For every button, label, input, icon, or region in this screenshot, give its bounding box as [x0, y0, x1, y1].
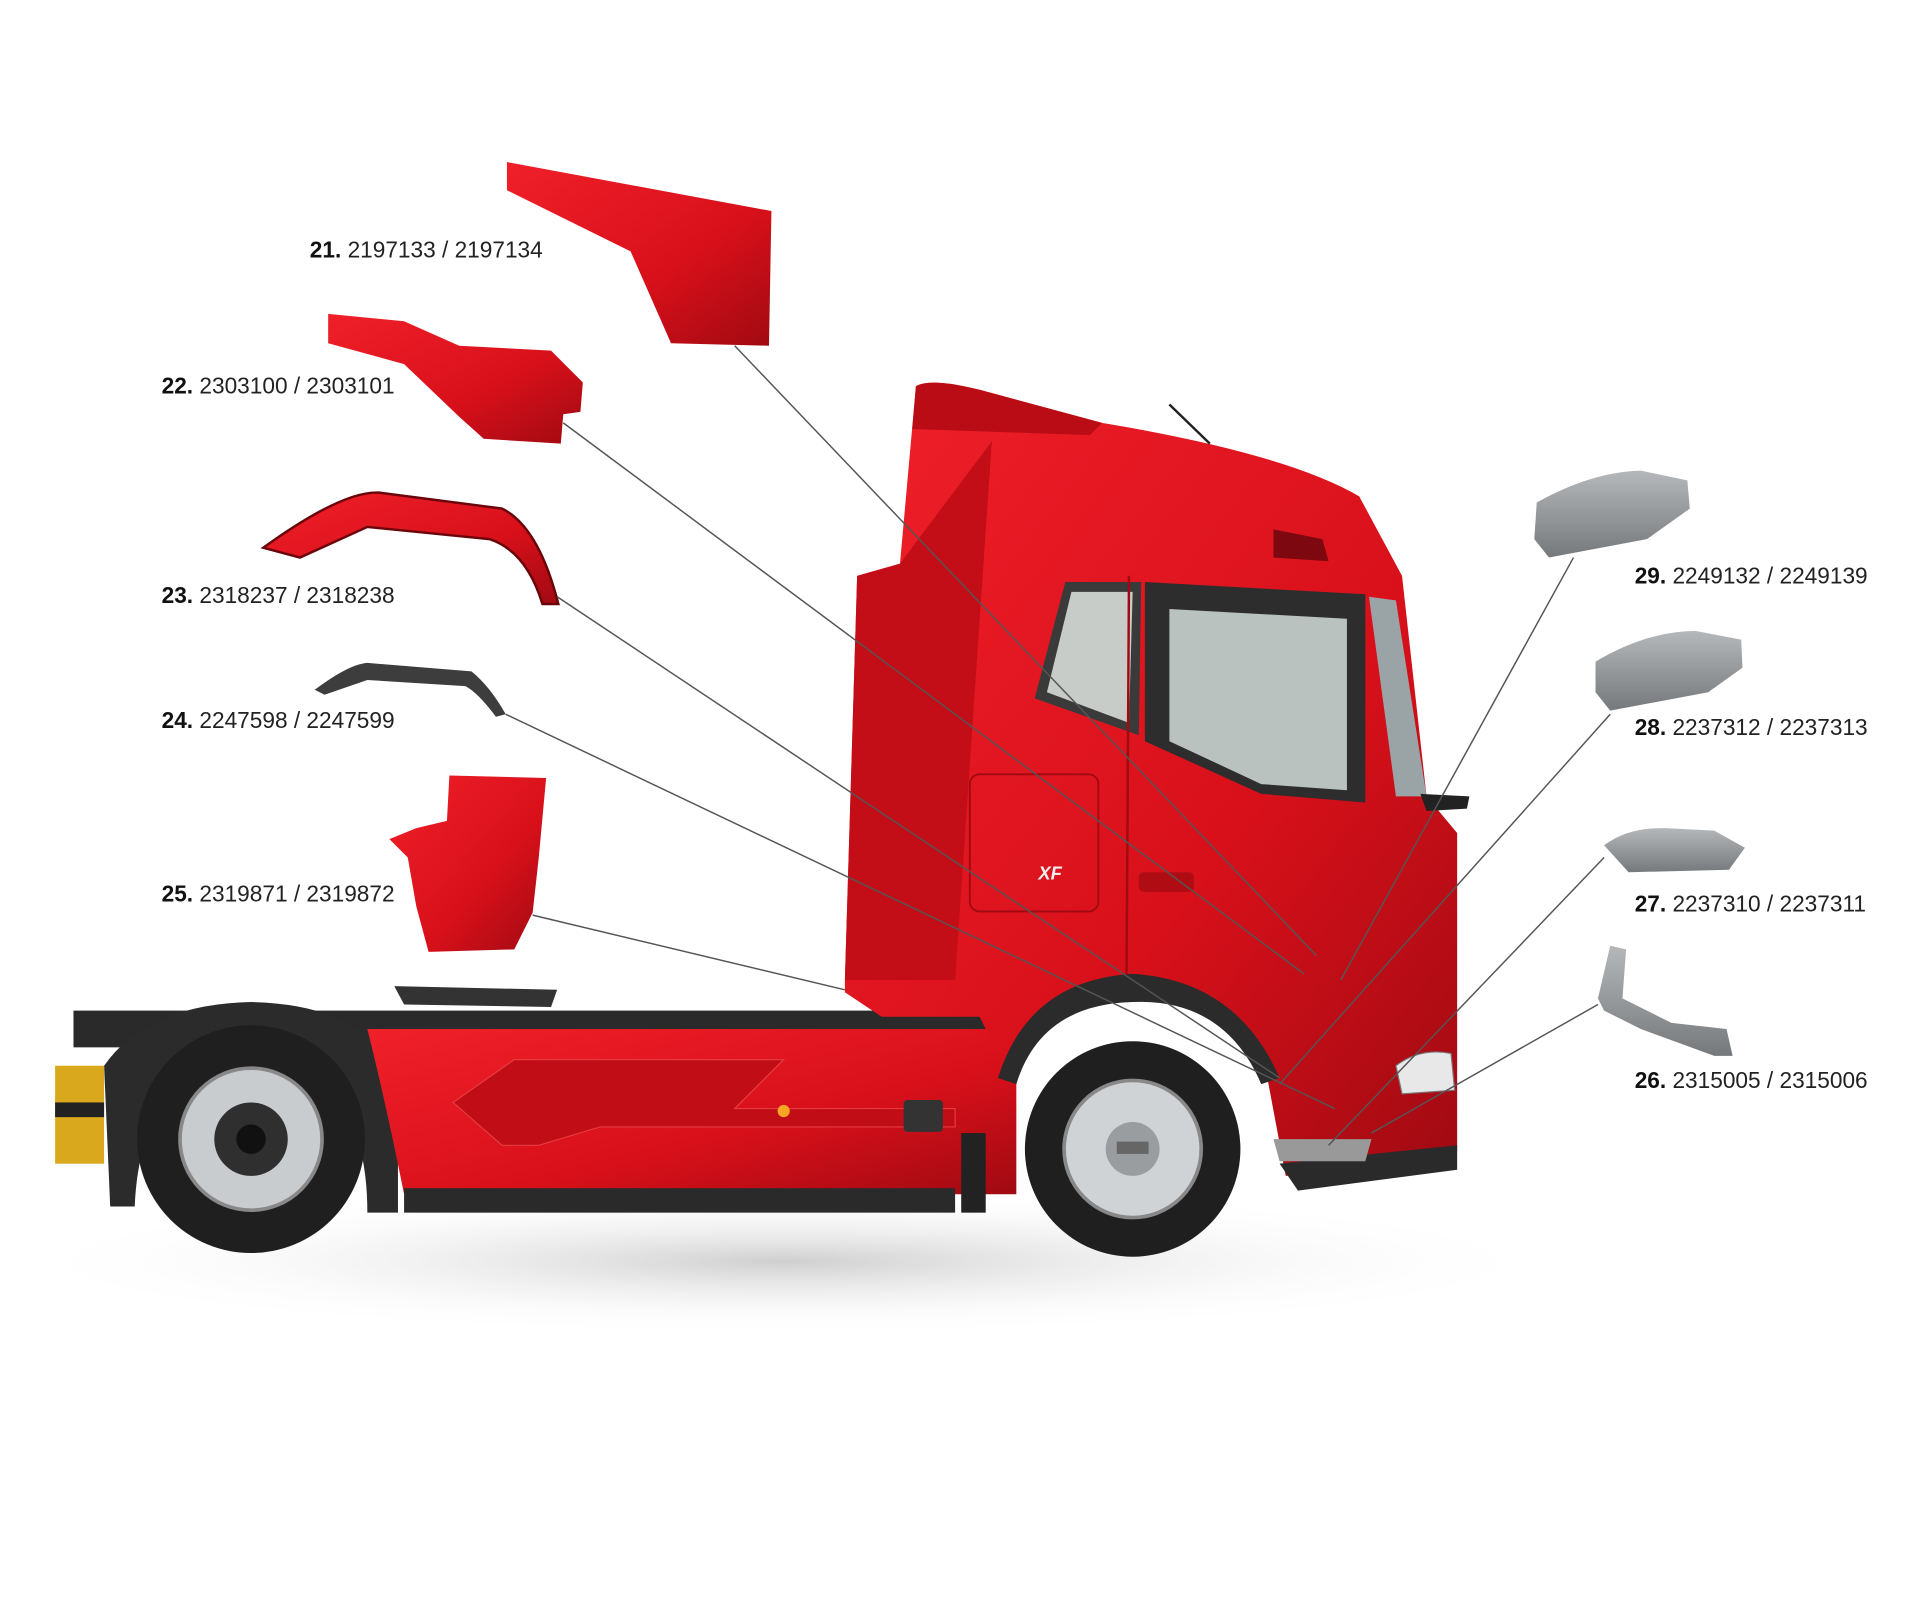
- part-label-23: 23. 2318237 / 2318238: [162, 582, 395, 608]
- part-29-image: [1534, 470, 1690, 558]
- part-21-image: [506, 162, 772, 346]
- part-numbers: 2319871 / 2319872: [199, 881, 394, 907]
- mudflap: [961, 1133, 986, 1213]
- part-numbers: 2249132 / 2249139: [1672, 562, 1867, 588]
- front-wheel: [1024, 1041, 1241, 1257]
- part-28-image: [1595, 631, 1743, 711]
- windshield: [1368, 596, 1427, 797]
- part-index: 27.: [1635, 890, 1666, 916]
- antenna: [1168, 403, 1211, 445]
- cab-roof-spoiler: [912, 382, 1103, 436]
- part-index: 23.: [162, 582, 193, 608]
- part-25-image: [389, 775, 547, 952]
- part-index: 24.: [162, 707, 193, 733]
- leader-line-23: [556, 596, 1280, 1079]
- part-index: 21.: [310, 237, 341, 263]
- cab-step: [1273, 1139, 1372, 1162]
- cab: [844, 382, 1458, 1176]
- side-marker-light: [777, 1104, 790, 1118]
- storage-hatch: [968, 773, 1100, 913]
- rear-wheel: [137, 1025, 365, 1254]
- leader-line-29: [1340, 557, 1575, 981]
- headlight: [1395, 1051, 1456, 1095]
- part-label-21: 21. 2197133 / 2197134: [310, 237, 543, 263]
- leader-line-21: [734, 345, 1317, 957]
- truck: XF: [55, 382, 1470, 1257]
- leader-line-22: [562, 422, 1305, 975]
- part-numbers: 2303100 / 2303101: [199, 372, 394, 398]
- part-26-image: [1597, 945, 1733, 1056]
- mirror: [1420, 793, 1470, 812]
- part-numbers: 2237310 / 2237311: [1672, 890, 1865, 916]
- part-numbers: 2318237 / 2318238: [199, 582, 394, 608]
- door-outline: [1125, 575, 1131, 981]
- part-numbers: 2197133 / 2197134: [348, 237, 543, 263]
- part-label-28: 28. 2237312 / 2237313: [1635, 714, 1868, 740]
- front-bumper-lower: [1279, 1145, 1458, 1191]
- part-24-image: [314, 662, 506, 717]
- part-label-22: 22. 2303100 / 2303101: [162, 372, 395, 398]
- fifth-wheel: [394, 986, 558, 1007]
- model-badge: XF: [1037, 863, 1062, 884]
- part-index: 29.: [1635, 562, 1666, 588]
- door-window-glass: [1169, 608, 1347, 791]
- part-numbers: 2237312 / 2237313: [1672, 714, 1867, 740]
- rear-light-band: [55, 1102, 105, 1118]
- part-label-26: 26. 2315005 / 2315006: [1635, 1067, 1868, 1093]
- part-label-24: 24. 2247598 / 2247599: [162, 707, 395, 733]
- part-label-29: 29. 2249132 / 2249139: [1635, 562, 1868, 588]
- leader-line-25: [532, 914, 846, 991]
- door-handle: [1138, 872, 1194, 892]
- part-numbers: 2315005 / 2315006: [1672, 1067, 1867, 1093]
- side-skirt-crease: [452, 1058, 956, 1146]
- part-label-27: 27. 2237310 / 2237311: [1635, 890, 1866, 916]
- leader-line-27: [1328, 857, 1605, 1146]
- part-index: 28.: [1635, 714, 1666, 740]
- leader-line-26: [1371, 1003, 1599, 1134]
- front-wheel-arch: [997, 973, 1280, 1085]
- part-22-image: [328, 313, 583, 444]
- side-window-small-glass: [1046, 591, 1133, 723]
- part-index: 22.: [162, 372, 193, 398]
- side-box: [903, 1100, 943, 1132]
- leader-line-24: [505, 713, 1336, 1110]
- part-label-25: 25. 2319871 / 2319872: [162, 881, 395, 907]
- side-skirt-base: [404, 1188, 956, 1213]
- part-27-image: [1604, 828, 1745, 873]
- part-numbers: 2247598 / 2247599: [199, 707, 394, 733]
- grab-handle: [1273, 529, 1329, 562]
- part-23-image: [260, 491, 560, 606]
- part-index: 26.: [1635, 1067, 1666, 1093]
- leader-line-28: [1279, 713, 1611, 1085]
- part-index: 25.: [162, 881, 193, 907]
